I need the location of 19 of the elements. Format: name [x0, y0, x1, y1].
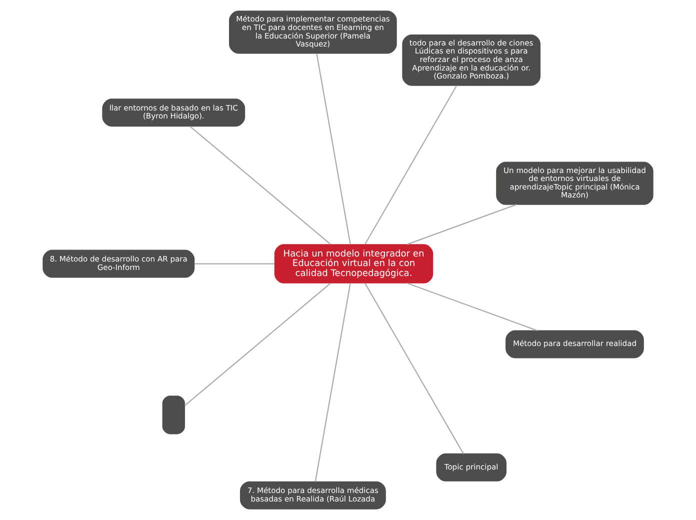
connector — [314, 283, 351, 482]
node-box: Método para desarrollar realidad — [506, 330, 644, 358]
node-box: todo para el desarrollo de ciones Lúdicas en dispositivos s para reforzar el proceso de anza Aprendizaje en la educación or. (Gonzalo Pomboza.) — [402, 34, 541, 86]
node-box — [162, 396, 185, 434]
node-box: Método para implementar competencias en TIC para docentes en Elearning en la Educación Superior (Pamela Vasquez) — [229, 10, 397, 54]
connector — [364, 283, 464, 454]
connector — [316, 54, 351, 245]
connector — [406, 204, 517, 245]
connector — [190, 126, 331, 245]
connector — [184, 282, 331, 406]
node-box: Hacia un modelo integrador en Educación virtual en la con calidad Tecnopedagógica. — [274, 244, 434, 284]
connector — [194, 263, 274, 264]
node-box: Topic principal — [436, 453, 506, 482]
node-box: llar entornos de basado en las TIC (Byron Hidalgo). — [102, 98, 246, 127]
node-box: 8. Método de desarrollo con AR para Geo-Inform — [42, 250, 195, 278]
connector — [364, 85, 458, 245]
node-box: Un modelo para mejorar la usabilidad de entornos virtuales de aprendizajeTopic principal (Mónica Mazón) — [496, 162, 654, 205]
node-box: 7. Método para desarrolla médicas basadas en Realida (Raúl Lozada — [240, 481, 386, 510]
connector — [406, 282, 538, 332]
